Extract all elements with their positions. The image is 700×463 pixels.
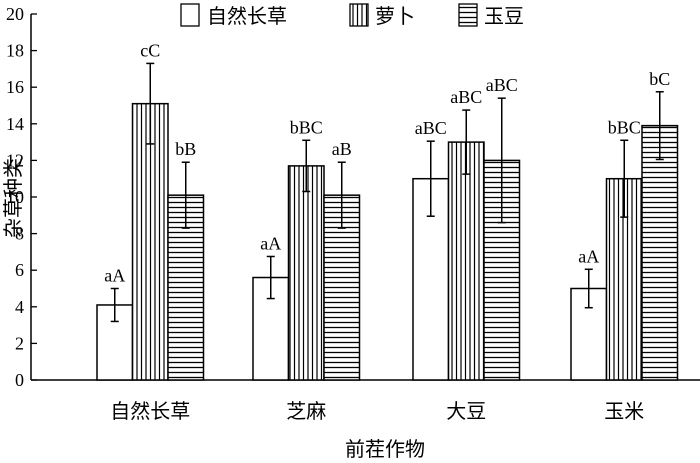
- y-tick-label: 20: [6, 4, 24, 24]
- significance-label: cC: [140, 40, 160, 60]
- x-axis-label: 前茬作物: [345, 438, 425, 461]
- x-tick-label: 芝麻: [286, 400, 326, 423]
- legend-swatch: [458, 3, 478, 27]
- significance-label: bBC: [608, 117, 641, 137]
- significance-label: aA: [104, 266, 125, 286]
- x-tick-label: 自然长草: [110, 400, 190, 423]
- bar: [641, 124, 679, 381]
- significance-label: bBC: [290, 117, 323, 137]
- significance-label: aA: [578, 246, 599, 266]
- x-tick-label: 玉米: [604, 400, 644, 423]
- bar: [447, 141, 485, 381]
- y-tick-label: 14: [6, 114, 24, 134]
- y-tick-label: 8: [15, 224, 24, 244]
- significance-label: aBC: [450, 87, 482, 107]
- legend-swatch: [180, 3, 200, 27]
- significance-label: bC: [649, 69, 670, 89]
- bar: [131, 102, 169, 381]
- y-tick-label: 10: [6, 187, 24, 207]
- y-tick-label: 2: [15, 333, 24, 353]
- significance-label: aB: [332, 139, 352, 159]
- y-tick-label: 16: [6, 77, 24, 97]
- bar: [287, 165, 325, 381]
- significance-label: aBC: [486, 75, 518, 95]
- legend-swatch: [349, 3, 369, 27]
- y-tick-label: 0: [15, 370, 24, 390]
- y-tick-label: 6: [15, 260, 24, 280]
- y-tick-label: 4: [15, 297, 24, 317]
- bar: [412, 177, 450, 381]
- y-tick-label: 18: [6, 41, 24, 61]
- y-tick-label: 12: [6, 150, 24, 170]
- legend-label: 玉豆: [484, 6, 524, 28]
- x-tick-label: 大豆: [446, 400, 486, 423]
- legend-label: 萝卜: [375, 5, 415, 28]
- significance-label: aA: [260, 233, 281, 253]
- significance-label: bB: [175, 139, 196, 159]
- legend-label: 自然长草: [207, 5, 287, 28]
- significance-label: aBC: [415, 118, 447, 138]
- y-axis-label: 杂草种类: [2, 158, 25, 238]
